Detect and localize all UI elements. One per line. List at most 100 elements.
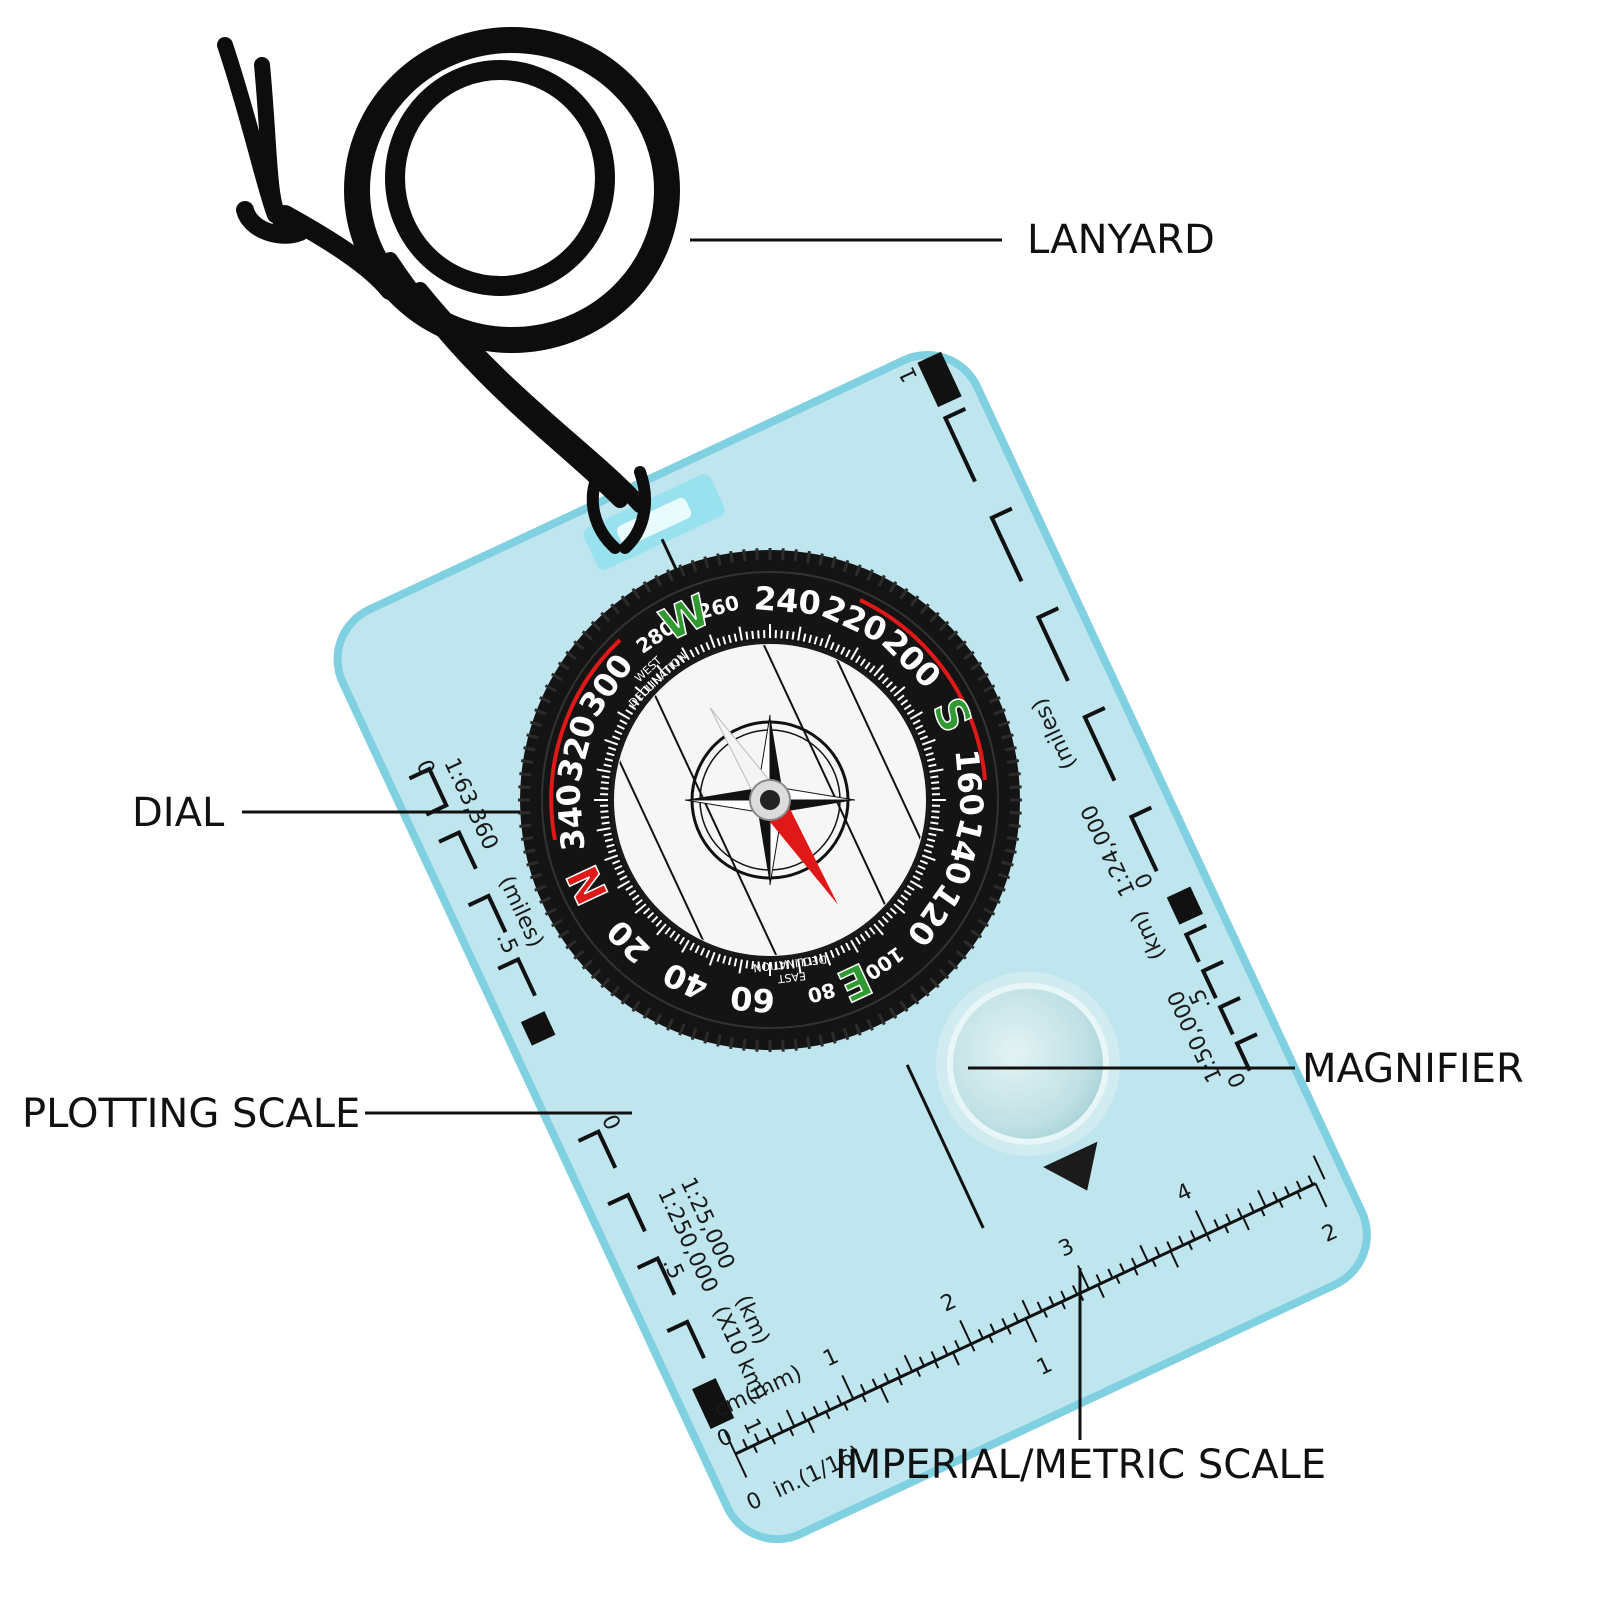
dial-tick [900,699,909,706]
bezel-knurl-mark [544,907,557,916]
dial-tick [864,930,871,939]
dial-tick [859,658,866,667]
ruler-in-tick [770,1436,777,1445]
dial-number: 240 [753,579,823,623]
ruler-cm-tick [1001,1318,1008,1328]
bezel-knurl-mark [600,977,611,989]
dial-tick [738,626,743,641]
dial-tick [923,849,932,854]
dial-number: 340 [549,783,593,853]
dial-tick [669,661,676,670]
dial-tick [929,768,944,773]
bezel-knurl-mark [830,556,837,569]
ruler-cm-tick [1236,1208,1244,1219]
dial-tick [829,642,835,651]
bezel-knurl-mark [929,977,940,989]
ruler-cm-tick [1048,1296,1055,1306]
bezel-knurl-mark [781,1039,785,1052]
dial-tick [909,711,923,720]
bezel-knurl-mark [755,548,759,561]
bezel-knurl-mark [642,581,652,593]
dial-tick [797,626,802,641]
bezel-knurl-mark [970,661,983,671]
ruler-cm-tick [785,1409,796,1427]
ruler-cm-tick [1194,1210,1208,1235]
dial-tick [897,898,905,906]
bezel-knurl-mark [1009,785,1022,789]
dial-tick [903,889,912,896]
dial-tick [619,875,628,881]
dial-tick [877,672,885,681]
east-declination-text-0: EAST [777,969,807,985]
bezel-knurl-mark [523,746,536,752]
bezel-knurl-mark [678,564,686,577]
dial-tick [850,939,859,953]
ruler-cm-tick [1284,1186,1291,1197]
bezel-knurl-mark [1004,848,1017,854]
ruler-cm-tick [1119,1263,1126,1274]
dial-tick [840,945,846,954]
dial-tick [600,787,609,790]
dial-tick [664,927,672,935]
dial-tick [634,686,647,697]
ruler-cm-tick [753,1433,760,1444]
ruler-in-tick [1278,1199,1284,1208]
bezel-knurl-mark [806,1036,811,1050]
ruler-cm-tick [918,1356,925,1367]
bezel-knurl-mark [654,574,663,587]
dial-tick [681,939,690,953]
callouts [242,238,1295,1440]
bezel-knurl-mark [818,1034,824,1047]
ruler-in-tick [915,1368,922,1378]
ruler-cm-tick [1213,1219,1220,1230]
ruler-cm-tick [1072,1285,1079,1295]
bezel-knurl-mark [666,1018,674,1031]
dial-tick [813,955,818,964]
ruler-cm-tick [1272,1191,1279,1202]
ruler-in-tick [825,1411,831,1420]
ruler-cm-tick [989,1323,996,1334]
dial-tick [926,838,936,843]
bezel-knurl-mark [654,1013,663,1026]
bezel-knurl-mark [590,968,602,980]
dial-tick [601,821,610,825]
east-declination-arc [549,638,622,841]
bezel-knurl-mark [1008,823,1021,828]
ruler-cm-tick [1021,1299,1031,1317]
ruler-cm-tick [883,1372,890,1383]
dial-tick [829,949,835,958]
dial-tick [606,843,615,848]
bezel-knurl-mark [1001,860,1014,867]
ruler-cm-tick [959,1320,973,1345]
bezel-knurl-mark [947,630,959,641]
bezel-knurl-mark [888,1007,898,1019]
dial-tick [716,953,721,962]
dial-tick [600,810,609,813]
bezel-knurl-mark [877,1013,886,1026]
dial-tick [925,843,934,848]
dial-tick [751,961,755,970]
bezel-knurl-mark [551,918,563,928]
dial-tick [930,775,939,779]
bezel-knurl-mark [866,1018,874,1031]
dial-tick [604,838,614,843]
bezel-knurl-mark [690,559,698,573]
ruler-cm-tick [942,1345,949,1356]
dial-tick [617,880,631,889]
dial-tick [612,859,621,865]
bezel-knurl-mark [581,630,593,641]
ruler-cm-tick [903,1354,914,1372]
dial-tick [824,634,832,649]
dial-tick [655,919,663,928]
dial-tick [864,661,871,670]
dial-tick [868,665,876,673]
dial-tick [616,870,625,876]
dial-tick [921,738,936,746]
dial-tick [751,630,755,639]
dial-tick [889,685,898,693]
bezel-knurl-mark [854,1023,862,1036]
bezel-knurl-mark [955,949,967,960]
bezel-knurl-mark [520,836,534,841]
bezel-knurl-mark [716,553,722,566]
